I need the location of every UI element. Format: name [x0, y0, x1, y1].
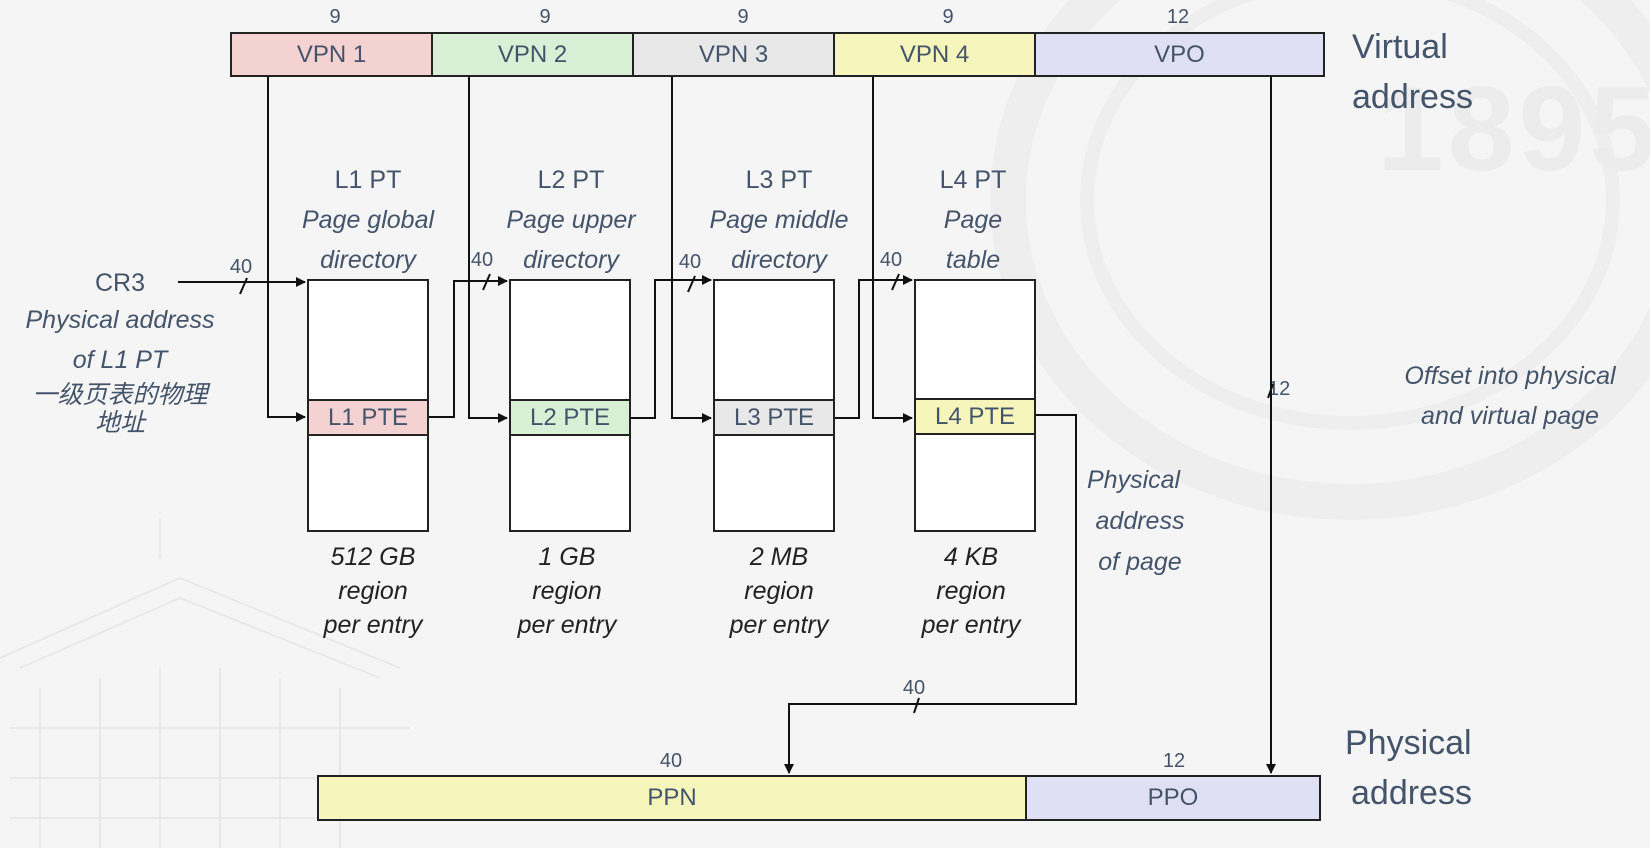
cr3-desc-cn-line1: 一级页表的物理	[32, 381, 208, 409]
vpn2-arrow	[468, 77, 508, 423]
offset-bits: 12	[1268, 378, 1291, 400]
l2-region-note: 1 GB region per entry	[494, 540, 640, 642]
l3-pt-header: L3 PT Page middle directory	[694, 160, 864, 280]
l1-region-line2: region	[338, 577, 408, 605]
l3-pt-desc-line1: Page middle	[709, 206, 849, 234]
physical-address-label-line2: address	[1351, 774, 1472, 812]
ppn-bits: 40	[659, 750, 683, 772]
l2-pt-header: L2 PT Page upper directory	[491, 160, 651, 280]
l1-region-line3: per entry	[323, 611, 423, 639]
cr3-desc-line2: of L1 PT	[72, 346, 168, 374]
l1-pt-desc-line2: directory	[320, 246, 416, 274]
l2-bus-slash	[482, 273, 491, 291]
connection-wires	[178, 77, 1276, 774]
l4-pt-desc-line2: table	[945, 246, 1001, 274]
l1-region-note: 512 GB region per entry	[300, 540, 446, 642]
l4-pt-desc-line1: Page	[943, 206, 1003, 234]
ppo-field: PPO	[1025, 775, 1321, 821]
l2-region-line3: per entry	[517, 611, 617, 639]
virtual-address-label-line2: address	[1352, 78, 1473, 116]
l1-pte: L1 PTE	[307, 399, 429, 436]
cr3-block: CR3 Physical address of L1 PT 一级页表的物理 地址	[20, 266, 220, 436]
ppn-bus-slash	[913, 697, 920, 714]
ppn-in-bits: 40	[902, 677, 926, 699]
l4-region-line3: per entry	[921, 611, 1021, 639]
watermark-building	[0, 518, 410, 848]
cr3-bus-slash	[239, 277, 248, 295]
l4-in-bits: 40	[879, 249, 903, 271]
vpn2-field: VPN 2	[431, 32, 634, 77]
offset-note: Offset into physical and virtual page	[1380, 356, 1640, 436]
virtual-address-label-line1: Virtual	[1352, 28, 1448, 66]
ppo-bits: 12	[1162, 750, 1186, 772]
l3-to-l4-arrow	[835, 275, 913, 419]
l2-pte: L2 PTE	[509, 399, 631, 436]
l2-in-bits: 40	[470, 249, 494, 271]
cr3-label: CR3	[94, 269, 145, 297]
vpn1-bits: 9	[329, 6, 341, 28]
l3-bus-slash	[687, 275, 696, 293]
ppn-field: PPN	[317, 775, 1027, 821]
l3-region-size: 2 MB	[749, 543, 809, 571]
l1-pt-header: L1 PT Page global directory	[288, 160, 448, 280]
l2-region-size: 1 GB	[538, 543, 596, 571]
l3-pte: L3 PTE	[713, 399, 835, 436]
l2-pt-desc-line1: Page upper	[506, 206, 636, 234]
l4-pt-header: L4 PT Page table	[893, 160, 1053, 280]
l1-region-size: 512 GB	[330, 543, 416, 571]
physical-address-label-line1: Physical	[1345, 724, 1472, 762]
watermark-year: 1895	[1377, 62, 1650, 196]
phys-page-note-line3: of page	[1098, 548, 1182, 576]
offset-bus-slash	[1267, 383, 1274, 399]
vpn4-bits: 9	[942, 6, 954, 28]
l1-pt-title: L1 PT	[334, 166, 402, 194]
cr3-desc-cn-line2: 地址	[94, 409, 145, 437]
l4-region-line2: region	[936, 577, 1006, 605]
vpo-field: VPO	[1034, 32, 1325, 77]
cr3-bits: 40	[229, 256, 253, 278]
l3-region-note: 2 MB region per entry	[706, 540, 852, 642]
vpn3-field: VPN 3	[632, 32, 835, 77]
l1-pt-desc-line1: Page global	[301, 206, 435, 234]
l4-region-note: 4 KB region per entry	[898, 540, 1044, 642]
l4-pte: L4 PTE	[914, 398, 1036, 435]
l2-region-line2: region	[532, 577, 602, 605]
l3-region-line2: region	[744, 577, 814, 605]
phys-page-note: Physical address of page	[1075, 460, 1205, 583]
phys-page-note-line2: address	[1095, 507, 1185, 535]
l3-region-line3: per entry	[729, 611, 829, 639]
l1-to-l2-arrow	[429, 276, 508, 418]
l2-to-l3-arrow	[631, 275, 712, 419]
l4-to-ppn-arrow	[784, 414, 1077, 774]
vpn4-arrow	[872, 77, 913, 423]
l2-pt-title: L2 PT	[537, 166, 605, 194]
vpn3-bits: 9	[737, 6, 749, 28]
physical-address-label: Physical address	[1345, 718, 1472, 818]
l3-pt-desc-line2: directory	[731, 246, 827, 274]
l4-pt-title: L4 PT	[939, 166, 1007, 194]
cr3-desc-line1: Physical address	[25, 306, 215, 334]
l3-in-bits: 40	[678, 251, 702, 273]
vpo-bits: 12	[1166, 6, 1190, 28]
vpn1-field: VPN 1	[230, 32, 433, 77]
l4-region-size: 4 KB	[943, 543, 999, 571]
l2-pt-desc-line2: directory	[523, 246, 619, 274]
vpn2-bits: 9	[539, 6, 551, 28]
l4-bus-slash	[891, 273, 900, 291]
vpn1-arrow	[267, 77, 306, 422]
offset-note-line2: and virtual page	[1421, 402, 1599, 430]
offset-note-line1: Offset into physical	[1404, 362, 1616, 390]
phys-page-note-line1: Physical	[1087, 466, 1181, 494]
virtual-address-label: Virtual address	[1352, 22, 1473, 122]
vpn3-arrow	[671, 77, 712, 423]
l3-pt-title: L3 PT	[745, 166, 813, 194]
